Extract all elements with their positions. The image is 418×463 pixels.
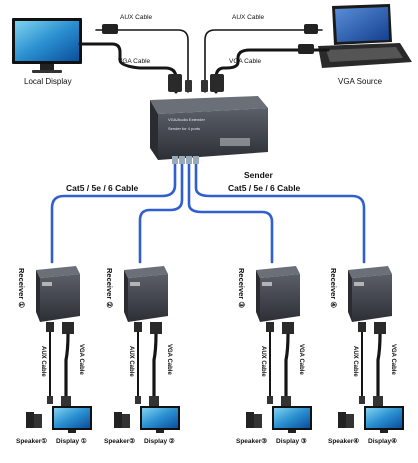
receiver-box xyxy=(40,274,80,322)
sender-label: Sender xyxy=(244,170,273,180)
display-label: Display④ xyxy=(368,438,397,445)
vga-cable xyxy=(376,333,382,400)
receiver-badge xyxy=(42,282,52,286)
receiver-label: Receiver ① xyxy=(17,268,26,309)
aux-connector xyxy=(46,322,54,332)
speaker-icon xyxy=(26,412,34,428)
vga-source-label: VGA Source xyxy=(338,77,383,86)
vga-cable xyxy=(64,333,70,400)
device-title: VGA/Audio Extender xyxy=(168,117,205,122)
vga-plug xyxy=(281,396,291,406)
sender-device xyxy=(150,96,268,160)
vga-cable-label: VGA Cable xyxy=(298,344,304,375)
speaker-label: Speaker② xyxy=(104,438,136,445)
aux-connector xyxy=(266,322,274,332)
display-screen xyxy=(366,408,402,428)
cat-cables xyxy=(50,158,366,264)
vga-connector xyxy=(150,322,162,334)
receiver-side xyxy=(124,270,128,322)
aux-plug xyxy=(135,396,141,404)
display-stand xyxy=(68,430,76,433)
display-stand xyxy=(288,430,296,433)
display-label: Display ② xyxy=(144,438,175,445)
aux-cable-label: AUX Cable xyxy=(40,346,46,377)
vga-cable-label: VGA Cable xyxy=(166,344,172,375)
aux-plug xyxy=(267,396,273,404)
vga-source-laptop xyxy=(318,4,412,68)
receiver-box xyxy=(128,274,168,322)
rj45-plugs xyxy=(172,156,199,164)
aux-cable-right-label: AUX Cable xyxy=(232,14,265,21)
vga-plug xyxy=(149,396,159,406)
receiver-side xyxy=(256,270,260,322)
vga-plug xyxy=(373,396,383,406)
vga-cable-right-label: VGA Cable xyxy=(229,58,262,65)
vga-cable xyxy=(152,333,158,400)
vga-cable-label: VGA Cable xyxy=(78,344,84,375)
display-screen xyxy=(54,408,90,428)
top-cables xyxy=(78,29,330,94)
receiver-badge xyxy=(262,282,272,286)
receiver-label: Receiver ④ xyxy=(329,268,338,309)
vga-cable-left-label: VGA Cable xyxy=(118,58,151,65)
display-screen xyxy=(142,408,178,428)
aux-plug xyxy=(47,396,53,404)
display-label: Display ③ xyxy=(276,438,307,445)
speaker-icon xyxy=(34,414,42,428)
local-display-label: Local Display xyxy=(24,77,72,86)
display-screen xyxy=(274,408,310,428)
speaker-label: Speaker④ xyxy=(328,438,360,445)
receivers-group xyxy=(26,266,404,433)
aux-cable-label: AUX Cable xyxy=(352,346,358,377)
speaker-icon xyxy=(122,414,130,428)
aux-cable-label: AUX Cable xyxy=(128,346,134,377)
speaker-icon xyxy=(246,412,254,428)
receiver-box xyxy=(260,274,300,322)
aux-connector xyxy=(358,322,366,332)
vga-cable-label: VGA Cable xyxy=(390,344,396,375)
receiver-side xyxy=(348,270,352,322)
speaker-label: Speaker① xyxy=(16,438,48,445)
vga-plug xyxy=(61,396,71,406)
speaker-icon xyxy=(254,414,262,428)
cat-cable-left-label: Cat5 / 5e / 6 Cable xyxy=(66,183,139,193)
vga-connector xyxy=(62,322,74,334)
aux-connector xyxy=(134,322,142,332)
receiver-side xyxy=(36,270,40,322)
display-stand xyxy=(156,430,164,433)
aux-cable-left-label: AUX Cable xyxy=(120,14,153,21)
device-subtitle: Sender for 4 ports xyxy=(168,126,201,131)
aux-plug xyxy=(359,396,365,404)
vga-cable xyxy=(284,333,290,400)
vga-connector xyxy=(374,322,386,334)
speaker-label: Speaker③ xyxy=(236,438,268,445)
receiver-top xyxy=(124,266,168,278)
top-connectors xyxy=(102,24,318,92)
display-stand xyxy=(380,430,388,433)
aux-cable-label: AUX Cable xyxy=(260,346,266,377)
receiver-box xyxy=(352,274,392,322)
cat-cable-right-label: Cat5 / 5e / 6 Cable xyxy=(228,183,301,193)
vga-connector xyxy=(282,322,294,334)
speaker-icon xyxy=(114,412,122,428)
receiver-top xyxy=(256,266,300,278)
receiver-top xyxy=(36,266,80,278)
speaker-icon xyxy=(338,412,346,428)
display-label: Display ① xyxy=(56,438,87,445)
receiver-top xyxy=(348,266,392,278)
speaker-icon xyxy=(346,414,354,428)
receiver-label: Receiver ② xyxy=(105,268,114,309)
receiver-label: Receiver ③ xyxy=(237,268,246,309)
local-display-monitor xyxy=(12,18,82,73)
receiver-badge xyxy=(354,282,364,286)
receiver-badge xyxy=(130,282,140,286)
